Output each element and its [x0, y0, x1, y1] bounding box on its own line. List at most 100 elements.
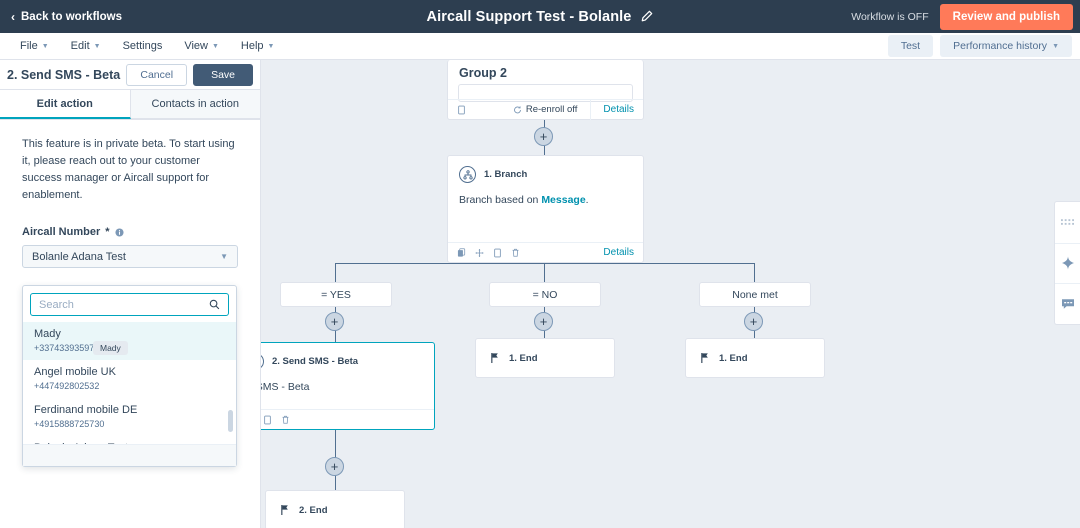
pencil-icon[interactable] — [640, 10, 653, 23]
option-number: +33743393597 — [34, 343, 95, 353]
add-step-button[interactable]: + — [325, 457, 344, 476]
branch-label-no[interactable]: = NO — [489, 282, 601, 307]
info-icon[interactable] — [114, 228, 124, 237]
chevron-down-icon: ▼ — [93, 42, 101, 50]
panel-header-buttons: Cancel Save — [126, 63, 253, 86]
workflow-status-text: Workflow is OFF — [851, 10, 929, 23]
branch-label-yes[interactable]: = YES — [280, 282, 392, 307]
dropdown-search-wrapper — [23, 286, 236, 322]
connector-line — [335, 263, 336, 282]
copy-icon[interactable] — [457, 105, 466, 115]
tab-edit-action[interactable]: Edit action — [0, 90, 131, 119]
menu-item-file[interactable]: File ▼ — [9, 33, 60, 59]
add-step-button[interactable]: + — [744, 312, 763, 331]
flag-icon — [281, 505, 288, 515]
group-card[interactable]: Group 2 Re-enroll off Details — [447, 60, 644, 120]
option-name: Bolanle Adana Test — [34, 442, 225, 444]
option-tooltip: Mady — [93, 341, 128, 355]
menu-item-help[interactable]: Help ▼ — [230, 33, 286, 59]
test-button[interactable]: Test — [887, 35, 934, 57]
copy-icon[interactable] — [457, 247, 466, 258]
dropdown-option-ferdinand-mobile-de[interactable]: Ferdinand mobile DE +4915888725730 — [23, 398, 236, 436]
move-icon[interactable] — [475, 248, 484, 258]
trash-icon[interactable] — [511, 248, 520, 258]
sparkle-icon — [1061, 256, 1074, 270]
performance-history-button[interactable]: Performance history ▼ — [940, 35, 1072, 57]
branch-card-footer: Details — [448, 242, 643, 262]
branch-card[interactable]: 1. Branch Branch based on Message. — [447, 155, 644, 263]
dropdown-search-box[interactable] — [30, 293, 229, 316]
trash-icon[interactable] — [281, 415, 290, 425]
comment-button[interactable] — [1055, 283, 1080, 324]
cancel-button[interactable]: Cancel — [126, 63, 188, 86]
menu-item-edit-label: Edit — [70, 40, 90, 52]
duplicate-icon[interactable] — [263, 415, 272, 425]
end-node-card[interactable]: 1. End — [475, 338, 615, 378]
end-node-label: 1. End — [719, 352, 748, 364]
tab-contacts-in-action-label: Contacts in action — [151, 98, 239, 110]
branch-card-header: 1. Branch — [448, 156, 643, 183]
end-node-card[interactable]: 2. End — [265, 490, 405, 528]
dropdown-option-list[interactable]: Mady +33743393597 Mady Angel mobile UK +… — [23, 322, 236, 444]
flag-icon — [491, 353, 498, 363]
sms-card-body: d SMS - Beta — [247, 381, 310, 393]
search-input[interactable] — [39, 298, 209, 311]
caret-down-icon: ▼ — [220, 251, 228, 261]
option-number: +447492802532 — [34, 381, 100, 391]
sms-card-header: 2. Send SMS - Beta — [236, 343, 434, 370]
reenroll-label: Re-enroll off — [525, 104, 578, 115]
private-beta-note: This feature is in private beta. To star… — [22, 138, 235, 202]
connector-line — [754, 263, 755, 282]
aircall-number-label: Aircall Number * — [22, 226, 238, 238]
comment-icon — [1061, 299, 1074, 309]
aircall-number-selected-value: Bolanle Adana Test — [32, 250, 126, 263]
panel-header: 2. Send SMS - Beta Cancel Save — [0, 60, 260, 90]
panel-title: 2. Send SMS - Beta — [7, 67, 121, 82]
add-step-button[interactable]: + — [534, 127, 553, 146]
panel-body: This feature is in private beta. To star… — [0, 120, 260, 269]
chevron-down-icon: ▼ — [41, 42, 49, 50]
dropdown-scrollbar[interactable] — [228, 410, 233, 432]
flag-icon — [701, 353, 708, 363]
tab-contacts-in-action[interactable]: Contacts in action — [130, 90, 260, 119]
sms-action-card-selected[interactable]: 2. Send SMS - Beta d SMS - Beta — [235, 342, 435, 430]
workflow-title: Aircall Support Test - Bolanle — [426, 8, 632, 25]
edit-action-panel: 2. Send SMS - Beta Cancel Save Edit acti… — [0, 60, 261, 528]
menu-item-settings[interactable]: Settings — [112, 33, 174, 59]
menu-item-edit[interactable]: Edit ▼ — [60, 33, 112, 59]
add-step-button[interactable]: + — [534, 312, 553, 331]
aircall-number-select[interactable]: Bolanle Adana Test ▼ — [22, 245, 238, 269]
performance-history-label: Performance history — [953, 40, 1048, 52]
branch-body-suffix: . — [585, 194, 589, 206]
dropdown-option-angel-mobile-uk[interactable]: Angel mobile UK +447492802532 — [23, 360, 236, 398]
chevron-down-icon: ▼ — [267, 42, 275, 50]
search-icon[interactable] — [209, 299, 220, 310]
option-name: Mady — [34, 328, 61, 340]
back-to-workflows-link[interactable]: ‹ Back to workflows — [11, 11, 122, 23]
branch-card-body: Branch based on Message. — [448, 183, 643, 206]
aircall-number-dropdown: Mady +33743393597 Mady Angel mobile UK +… — [22, 285, 237, 467]
sparkle-button[interactable] — [1055, 242, 1080, 284]
group-details-link[interactable]: Details — [603, 104, 634, 115]
duplicate-icon[interactable] — [493, 248, 502, 258]
menu-bar: File ▼ Edit ▼ Settings View ▼ Help ▼ Tes… — [0, 33, 1080, 60]
save-button[interactable]: Save — [193, 63, 253, 86]
dropdown-option-mady[interactable]: Mady +33743393597 Mady — [23, 322, 236, 360]
add-step-button[interactable]: + — [325, 312, 344, 331]
chevron-down-icon: ▼ — [1052, 42, 1059, 50]
option-name: Angel mobile UK — [34, 366, 116, 378]
branch-details-link[interactable]: Details — [603, 247, 634, 258]
review-and-publish-button[interactable]: Review and publish — [939, 3, 1073, 30]
grid-handle-button[interactable] — [1055, 202, 1080, 243]
required-asterisk: * — [105, 226, 110, 239]
dropdown-option-bolanle-adana-test[interactable]: Bolanle Adana Test — [23, 436, 236, 444]
branch-body-link[interactable]: Message — [541, 194, 586, 206]
menu-item-help-label: Help — [240, 40, 264, 52]
end-node-card[interactable]: 1. End — [685, 338, 825, 378]
menu-item-view[interactable]: View ▼ — [173, 33, 230, 59]
branch-label-none-met[interactable]: None met — [699, 282, 811, 307]
group-card-input[interactable] — [458, 84, 633, 102]
menu-item-file-label: File — [20, 40, 38, 52]
tab-edit-action-label: Edit action — [36, 97, 93, 110]
